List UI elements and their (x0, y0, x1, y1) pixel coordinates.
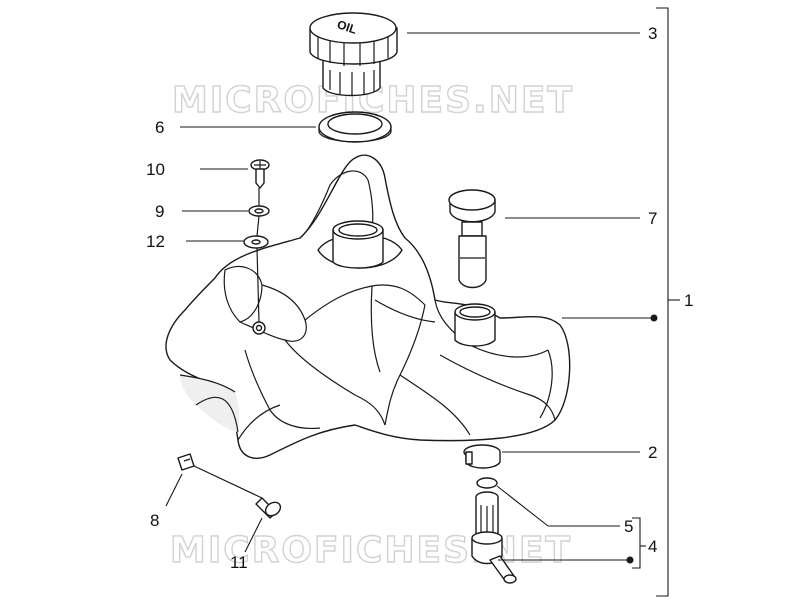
washer-9 (248, 205, 270, 217)
vent-valve (448, 189, 496, 289)
hose-clamp (463, 444, 501, 469)
screw-10 (250, 159, 270, 189)
screw-axis-line (256, 188, 260, 323)
callout-6: 6 (155, 118, 164, 137)
callout-1: 1 (684, 291, 693, 310)
leader-dot-1 (650, 314, 658, 322)
oil-tank (165, 154, 571, 459)
callout-8: 8 (150, 511, 159, 530)
callout-9: 9 (155, 202, 164, 221)
callout-10: 10 (146, 160, 165, 179)
washer-12 (243, 235, 269, 249)
callout-2: 2 (648, 443, 657, 462)
callout-11: 11 (230, 553, 248, 572)
callout-12: 12 (146, 232, 165, 251)
clip-nut (177, 453, 195, 471)
o-ring (476, 477, 498, 489)
filler-gasket (318, 111, 392, 143)
cap-marking: OIL (335, 17, 358, 36)
bolt-11 (193, 465, 282, 519)
drain-fitting (471, 491, 517, 584)
callout-5: 5 (624, 517, 633, 536)
callout-7: 7 (648, 209, 657, 228)
leader-dot-4 (626, 556, 634, 564)
leader-lines (165, 7, 680, 597)
oil-filler-cap: OIL (309, 12, 398, 97)
callout-3: 3 (648, 24, 657, 43)
callout-4: 4 (648, 537, 657, 556)
